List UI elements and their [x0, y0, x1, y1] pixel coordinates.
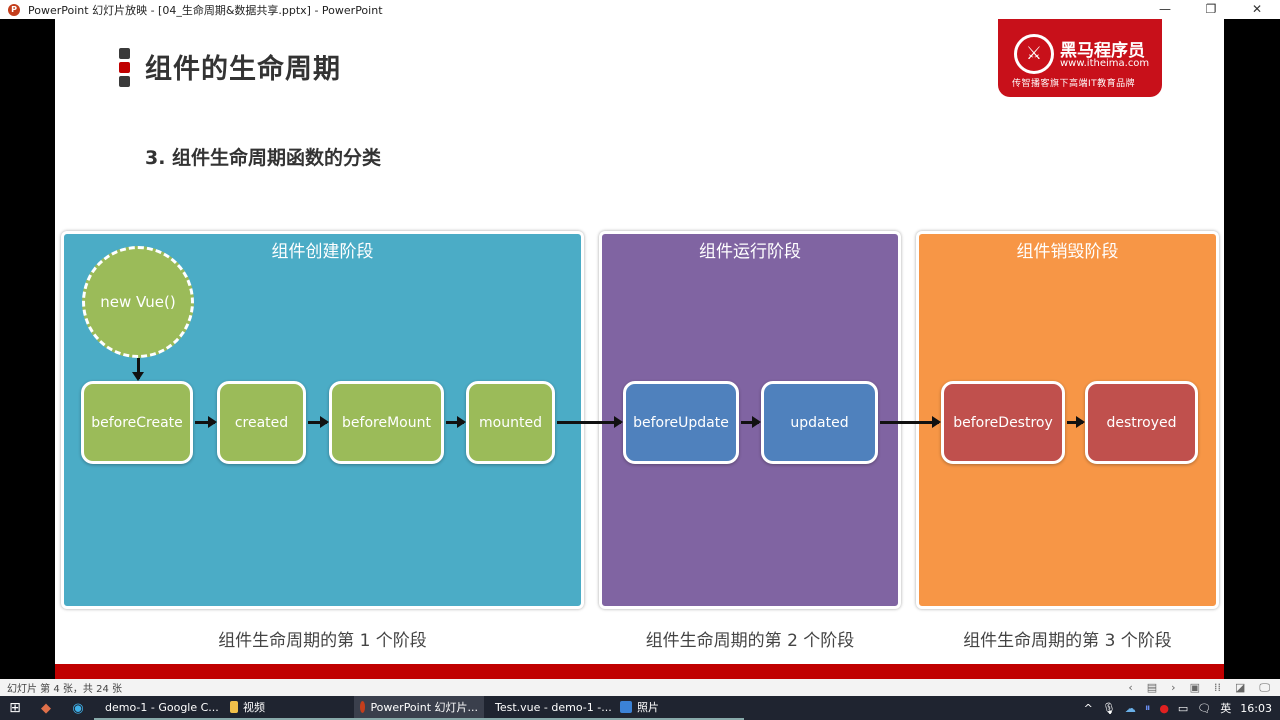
- folder-icon: [230, 701, 238, 713]
- powerpoint-icon: P: [8, 3, 20, 16]
- node-beforeCreate: beforeCreate: [81, 381, 193, 464]
- taskbar-app-powerpoint[interactable]: PowerPoint 幻灯片...: [354, 696, 484, 720]
- logo-brand: 黑马程序员: [1060, 41, 1145, 61]
- window-controls: — ❐ ✕: [1142, 0, 1280, 19]
- node-destroyed: destroyed: [1085, 381, 1198, 464]
- next-slide-icon[interactable]: ›: [1171, 681, 1176, 694]
- slide-counter: 幻灯片 第 4 张，共 24 张: [7, 684, 122, 695]
- arrow-right-icon: [308, 416, 329, 428]
- node-beforeDestroy: beforeDestroy: [941, 381, 1065, 464]
- clock[interactable]: 16:03: [1240, 701, 1272, 715]
- phase-title: 组件运行阶段: [699, 242, 801, 262]
- slide-sorter-icon[interactable]: ⁞⁞: [1213, 681, 1221, 694]
- slideshow-icon[interactable]: 🖵: [1259, 681, 1270, 694]
- phase-caption: 组件生命周期的第 1 个阶段: [218, 631, 427, 651]
- cloud-icon[interactable]: ☁: [1124, 701, 1136, 715]
- photos-icon: [620, 701, 632, 713]
- taskbar-app-folder[interactable]: 视频: [224, 696, 354, 720]
- node-created: created: [217, 381, 306, 464]
- letterbox-right: [1224, 19, 1280, 664]
- app-launcher-icon[interactable]: ◆: [41, 700, 51, 716]
- previous-slide-icon[interactable]: ‹: [1128, 681, 1133, 694]
- node-beforeMount: beforeMount: [329, 381, 444, 464]
- brand-logo: ⚔ 黑马程序员 www.itheima.com 传智播客旗下高端IT教育品牌: [998, 19, 1162, 97]
- ime-indicator[interactable]: 英: [1220, 702, 1232, 715]
- logo-slogan: 传智播客旗下高端IT教育品牌: [1012, 79, 1136, 89]
- arrow-right-icon: [446, 416, 466, 428]
- node-beforeUpdate: beforeUpdate: [623, 381, 739, 464]
- restore-button[interactable]: ❐: [1205, 2, 1217, 16]
- new-vue-node: new Vue(): [82, 246, 194, 358]
- arrow-down-icon: [132, 358, 144, 381]
- letterbox-left: [0, 19, 55, 664]
- phase-title: 组件创建阶段: [271, 242, 374, 262]
- arrow-right-icon: [557, 416, 623, 428]
- pause-icon[interactable]: ⏸: [1144, 701, 1151, 714]
- logo-emblem-icon: ⚔: [1014, 34, 1054, 74]
- taskbar-app-chrome[interactable]: demo-1 - Google C...: [94, 696, 224, 720]
- status-bar: 幻灯片 第 4 张，共 24 张 ‹ ▤ › ▣ ⁞⁞ ◪ 🖵: [0, 679, 1280, 696]
- arrow-right-icon: [741, 416, 761, 428]
- slide[interactable]: 组件的生命周期 3. 组件生命周期函数的分类 ⚔ 黑马程序员 www.ithei…: [55, 19, 1224, 679]
- node-updated: updated: [761, 381, 878, 464]
- slide-footer-bar: [55, 664, 1224, 679]
- normal-view-icon[interactable]: ▣: [1189, 681, 1200, 694]
- notification-icon[interactable]: 🗨: [1197, 701, 1212, 715]
- windows-start-icon[interactable]: ⊞: [9, 700, 21, 716]
- node-mounted: mounted: [466, 381, 555, 464]
- reading-view-icon[interactable]: ◪: [1234, 681, 1246, 694]
- taskbar: ⊞ ◆ ◉ demo-1 - Google C... 视频 PowerPoint…: [0, 696, 1280, 720]
- arrow-right-icon: [1067, 416, 1085, 428]
- phase-title: 组件销毁阶段: [1016, 242, 1119, 262]
- edge-icon[interactable]: ◉: [72, 700, 84, 716]
- title-marker-icon: [119, 48, 130, 90]
- arrow-right-icon: [195, 416, 217, 428]
- slide-menu-icon[interactable]: ▤: [1146, 681, 1158, 694]
- minimize-button[interactable]: —: [1159, 2, 1171, 16]
- slide-subtitle: 3. 组件生命周期函数的分类: [145, 147, 382, 169]
- phase-caption: 组件生命周期的第 3 个阶段: [963, 631, 1172, 651]
- taskbar-app-vscode[interactable]: Test.vue - demo-1 -...: [484, 696, 614, 720]
- taskbar-app-photos[interactable]: 照片: [614, 696, 744, 720]
- phase-caption: 组件生命周期的第 2 个阶段: [645, 631, 855, 651]
- arrow-right-icon: [880, 416, 941, 428]
- tray-expand-icon[interactable]: ^: [1083, 701, 1093, 715]
- slide-title: 组件的生命周期: [145, 54, 341, 85]
- record-icon[interactable]: ●: [1159, 701, 1169, 715]
- close-button[interactable]: ✕: [1251, 2, 1263, 16]
- window-title: PowerPoint 幻灯片放映 - [04_生命周期&数据共享.pptx] -…: [28, 3, 383, 17]
- powerpoint-icon: [360, 701, 366, 713]
- logo-url: www.itheima.com: [1060, 58, 1150, 69]
- battery-icon[interactable]: ▭: [1177, 701, 1189, 715]
- system-tray: ^ 🎙 ☁ ⏸ ● ▭ 🗨 英 16:03: [1084, 696, 1272, 720]
- slideshow-controls: ‹ ▤ › ▣ ⁞⁞ ◪ 🖵: [1128, 679, 1270, 696]
- window-titlebar: P PowerPoint 幻灯片放映 - [04_生命周期&数据共享.pptx]…: [0, 0, 1280, 19]
- microphone-icon[interactable]: 🎙: [1101, 701, 1116, 715]
